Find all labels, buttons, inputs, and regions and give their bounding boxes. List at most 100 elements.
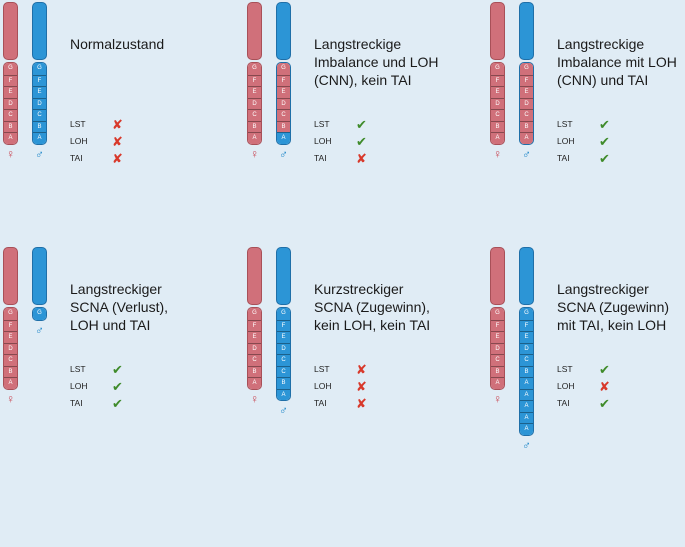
chromosome-band: E [491,331,504,343]
chromosome-band: A [4,132,17,144]
chromosome-band: E [4,331,17,343]
chromosome-band: C [33,109,46,121]
check-icon: ✔ [356,117,367,132]
chromosome-band: G [491,308,504,320]
chromosome-band: C [4,354,17,366]
status-label: LST [314,364,330,374]
chromosome-band: A [520,132,533,144]
chromosome-band: F [520,319,533,331]
chromosome-band: D [277,97,290,109]
male-symbol-icon: ♂ [35,322,44,337]
panel-title: Langstreckiger SCNA (Verlust), LOH und T… [70,281,169,333]
chromosome-band: A [491,377,504,389]
chromosome-band: F [520,74,533,86]
cross-icon: ✘ [356,396,367,411]
female-chromosome-arm [3,247,18,305]
chromosome-band: C [277,354,290,366]
chromosome-band: D [4,97,17,109]
chromosome-band: C [277,365,290,377]
status-row-tai: TAI✔ [557,396,637,412]
female-symbol-icon: ♀ [6,146,15,161]
chromosome-band: C [491,354,504,366]
check-icon: ✔ [112,379,123,394]
status-row-tai: TAI ✘ [314,151,394,167]
cross-icon: ✘ [112,151,123,166]
status-row-lst: LST✔ [557,362,637,378]
chromosome-band: G [277,308,290,320]
chromosome-band: A [248,132,261,144]
chromosome-band: C [277,109,290,121]
chromosome-band: E [277,331,290,343]
male-symbol-icon: ♂ [35,146,44,161]
female-symbol-icon: ♀ [250,146,259,161]
status-label: TAI [557,398,570,408]
male-symbol-icon: ♂ [522,146,531,161]
chromosome-band: A [277,388,290,400]
status-row-lst: LST✘ [314,362,394,378]
female-symbol-icon: ♀ [493,146,502,161]
chromosome-band: A [520,400,533,412]
chromosome-band: B [491,120,504,132]
male-chromosome-arm [276,2,291,60]
chromosome-band: B [248,365,261,377]
chromosome-band: B [33,120,46,132]
chromosome-band: B [4,365,17,377]
panel-title: Kurzstreckiger SCNA (Zugewinn), kein LOH… [314,281,431,333]
status-row-tai: TAI ✘ [314,396,394,412]
status-row-lst: LST✔ [557,117,637,133]
cross-icon: ✘ [356,151,367,166]
chromosome-band: C [491,109,504,121]
status-label: LST [557,119,573,129]
check-icon: ✔ [112,362,123,377]
chromosome-band: A [520,411,533,423]
female-chromosome-arm [247,247,262,305]
chromosome-band: G [4,308,17,320]
status-label: TAI [314,153,327,163]
panel-title: Langstreckiger SCNA (Zugewinn) mit TAI, … [557,281,670,333]
chromosome-band: G [33,63,46,75]
status-row-tai: TAI ✘ [70,151,150,167]
status-label: TAI [70,153,83,163]
chromosome-band: A [277,132,290,144]
status-row-lst: LST✘ [70,117,150,133]
chromosome-band: D [277,342,290,354]
chromosome-band: F [277,319,290,331]
chromosome-band: C [520,354,533,366]
female-chromosome-arm [490,2,505,60]
female-chromosome-arm [247,2,262,60]
chromosome-band: E [248,331,261,343]
chromosome-band: D [33,97,46,109]
panel-title: Normalzustand [70,36,165,52]
female-symbol-icon: ♀ [493,391,502,406]
status-row-loh: LOH✘ [314,379,394,395]
chromosome-band: E [277,86,290,98]
chromosome-band: C [248,109,261,121]
chromosome-band: A [4,377,17,389]
chromosome-band: D [248,97,261,109]
male-chromosome-arm [32,247,47,305]
status-label: TAI [314,398,327,408]
chromosome-band: A [520,423,533,435]
chromosome-band: D [520,97,533,109]
cross-icon: ✘ [599,379,610,394]
chromosome-band: F [491,74,504,86]
chromosome-band: D [491,97,504,109]
chromosome-band: D [4,342,17,354]
